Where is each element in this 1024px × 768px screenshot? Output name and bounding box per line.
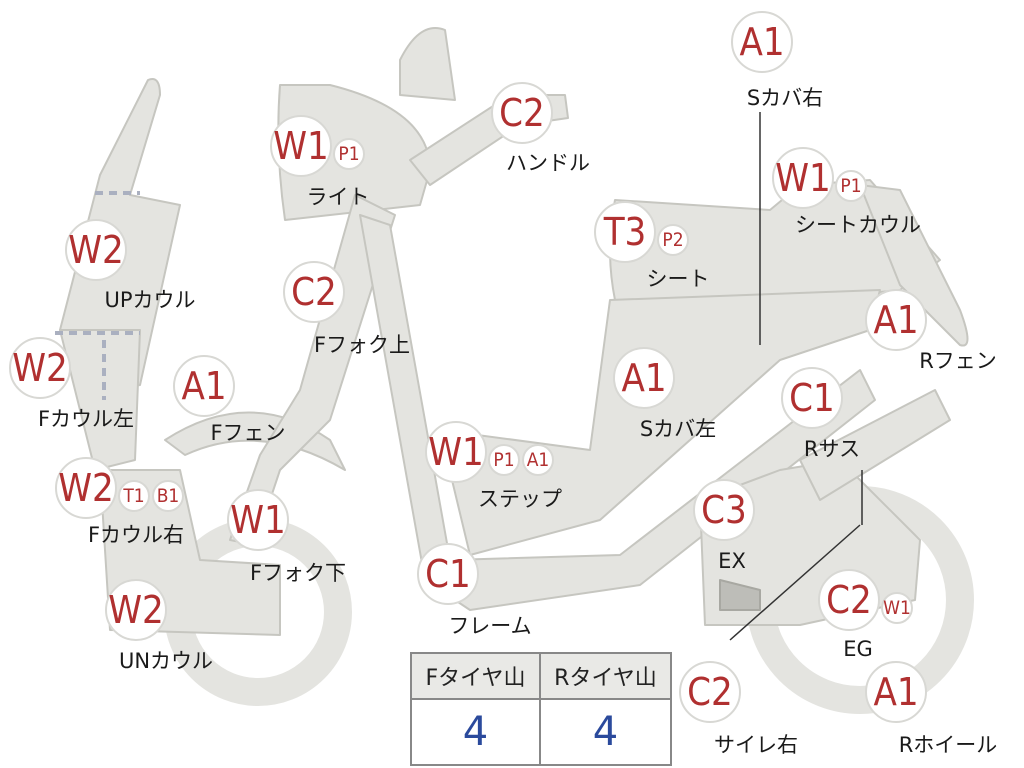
svg-text:A1: A1: [873, 670, 918, 714]
svg-text:C2: C2: [291, 270, 337, 314]
svg-text:C2: C2: [687, 670, 733, 714]
silencer-right-code-0: C2: [679, 661, 741, 723]
up-cowl-label: UPカウル: [104, 288, 195, 312]
svg-text:W1: W1: [273, 124, 329, 168]
svg-text:A1: A1: [621, 356, 666, 400]
step-code-2: A1: [522, 444, 554, 476]
r-wheel-label: Rホイール: [899, 733, 998, 757]
s-cover-right-code-0: A1: [731, 11, 793, 73]
svg-text:W1: W1: [883, 597, 911, 619]
svg-text:P2: P2: [662, 229, 683, 251]
engine-label: EG: [843, 637, 873, 661]
svg-text:A1: A1: [873, 298, 918, 342]
front-tire-value: 4: [412, 700, 541, 764]
handle-label: ハンドル: [506, 151, 590, 175]
front-tire-header: Fタイヤ山: [412, 654, 541, 700]
under-cowl-code-0: W2: [105, 579, 167, 641]
engine-code-1: W1: [881, 592, 913, 624]
svg-text:T1: T1: [122, 485, 144, 507]
f-fork-lower-label: Fフォク下: [250, 561, 346, 585]
f-cowl-right-code-1: T1: [118, 480, 150, 512]
svg-text:C2: C2: [499, 91, 545, 135]
r-suspension-shape: [799, 389, 951, 501]
svg-text:B1: B1: [157, 485, 180, 507]
frame-label: フレーム: [448, 614, 531, 638]
seat-label: シート: [647, 267, 710, 291]
silencer-right-label: サイレ右: [714, 733, 798, 757]
rear-tire-header: Rタイヤ山: [541, 654, 670, 700]
svg-text:W2: W2: [58, 466, 114, 510]
svg-text:C1: C1: [789, 376, 835, 420]
svg-text:A1: A1: [181, 364, 226, 408]
s-cover-left-label: Sカバ左: [640, 417, 716, 441]
f-cowl-left-code-0: W2: [9, 337, 71, 399]
r-suspension-label: Rサス: [804, 437, 860, 461]
up-cowl-code-0: W2: [65, 219, 127, 281]
f-cowl-right-code-0: W2: [55, 457, 117, 519]
step-code-0: W1: [425, 421, 487, 483]
f-cowl-right-code-2: B1: [152, 480, 184, 512]
rear-tire-value: 4: [592, 709, 619, 755]
frame-code-0: C1: [417, 543, 479, 605]
svg-text:W1: W1: [230, 498, 286, 542]
tire-tread-table: Fタイヤ山 Rタイヤ山 4 4: [410, 652, 672, 766]
svg-text:C2: C2: [826, 578, 872, 622]
exhaust-shape: [719, 579, 761, 611]
svg-text:W2: W2: [12, 346, 68, 390]
svg-text:P1: P1: [493, 449, 514, 471]
svg-text:W2: W2: [108, 588, 164, 632]
exhaust-code-0: C3: [693, 479, 755, 541]
f-cowl-left-shape: [59, 329, 141, 471]
r-wheel-code-0: A1: [865, 661, 927, 723]
handle-code-0: C2: [491, 82, 553, 144]
step-code-1: P1: [488, 444, 520, 476]
seat-code-1: P2: [657, 224, 689, 256]
f-cowl-left-label: Fカウル左: [38, 407, 134, 431]
r-suspension-code-0: C1: [781, 367, 843, 429]
seat-cowl-code-0: W1: [772, 147, 834, 209]
step-label: ステップ: [478, 487, 562, 511]
windscreen-shape: [399, 27, 456, 101]
exhaust-label: EX: [718, 549, 746, 573]
svg-text:P1: P1: [840, 175, 861, 197]
f-cowl-right-label: Fカウル右: [88, 523, 184, 547]
seat-cowl-label: シートカウル: [795, 213, 921, 237]
s-cover-left-code-0: A1: [613, 347, 675, 409]
light-label: ライト: [307, 185, 370, 209]
svg-text:A1: A1: [527, 449, 550, 471]
svg-text:P1: P1: [338, 143, 359, 165]
s-cover-right-label: Sカバ右: [747, 86, 823, 110]
svg-text:C3: C3: [701, 488, 747, 532]
svg-text:T3: T3: [603, 210, 647, 254]
seat-code-0: T3: [594, 201, 656, 263]
f-fender-label: Fフェン: [210, 421, 285, 445]
r-fender-label: Rフェン: [919, 349, 997, 373]
f-fork-upper-label: Fフォク上: [314, 333, 410, 357]
svg-text:W1: W1: [428, 430, 484, 474]
light-code-0: W1: [270, 115, 332, 177]
f-fork-upper-code-0: C2: [283, 261, 345, 323]
light-code-1: P1: [333, 138, 365, 170]
seat-cowl-shape: [859, 184, 969, 347]
seat-cowl-code-1: P1: [835, 170, 867, 202]
svg-text:W2: W2: [68, 228, 124, 272]
r-fender-code-0: A1: [865, 289, 927, 351]
svg-text:W1: W1: [775, 156, 831, 200]
under-cowl-label: UNカウル: [119, 649, 213, 673]
svg-text:A1: A1: [739, 20, 784, 64]
f-fender-code-0: A1: [173, 355, 235, 417]
engine-code-0: C2: [818, 569, 880, 631]
svg-text:C1: C1: [425, 552, 471, 596]
f-fork-lower-code-0: W1: [227, 489, 289, 551]
